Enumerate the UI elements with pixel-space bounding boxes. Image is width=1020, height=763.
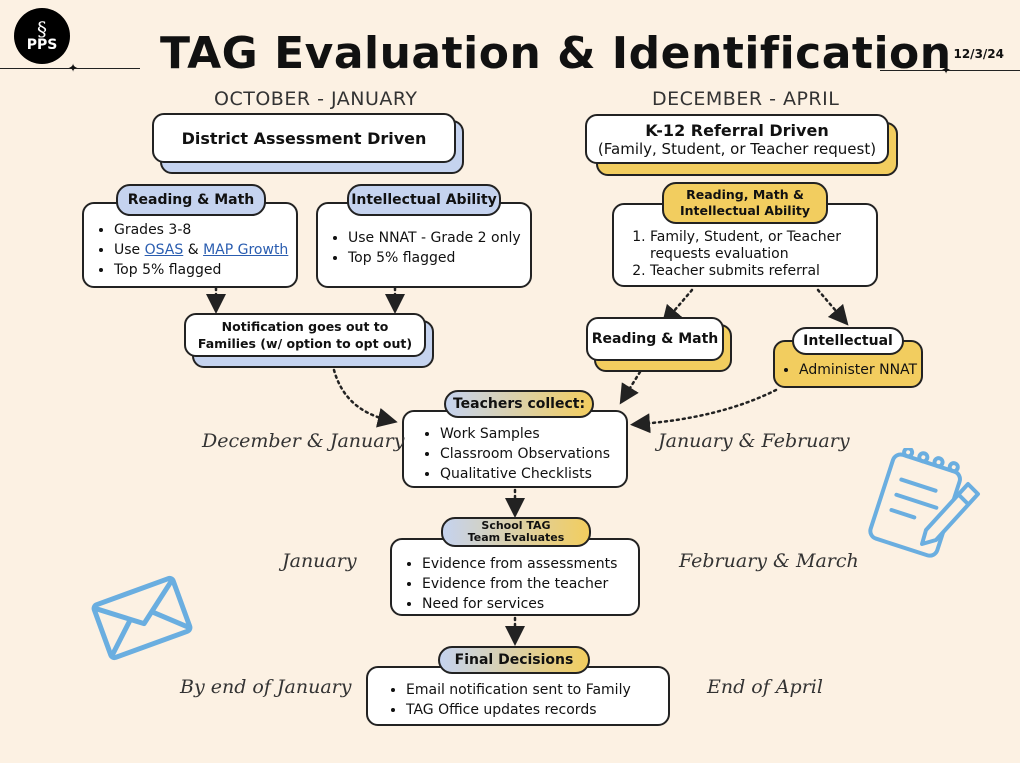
list-item: Evidence from the teacher [422, 574, 638, 594]
list-item: Email notification sent to Family [406, 680, 668, 700]
teachers-collect-pill: Teachers collect: [444, 390, 594, 418]
teachers-collect-card: Work Samples Classroom Observations Qual… [402, 410, 628, 488]
list-item: Use NNAT - Grade 2 only [348, 228, 530, 248]
list-item: Top 5% flagged [114, 260, 296, 280]
list-item: Work Samples [440, 424, 626, 444]
final-decisions-list: Email notification sent to Family TAG Of… [384, 680, 668, 720]
timeline-label-right: January & February [658, 430, 850, 452]
list-item: Top 5% flagged [348, 248, 530, 268]
referral-subtitle: (Family, Student, or Teacher request) [597, 139, 877, 158]
referral-pill: Reading, Math & Intellectual Ability [662, 182, 828, 224]
reading-math-pill: Reading & Math [116, 184, 266, 216]
intellectual-referral-list: Administer NNAT [777, 360, 921, 380]
referral-driven-box: K-12 Referral Driven (Family, Student, o… [585, 114, 889, 164]
notepad-icon [868, 448, 980, 558]
timeline-label-right: February & March [679, 550, 859, 572]
intellectual-ability-pill: Intellectual Ability [347, 184, 501, 216]
reading-math-referral-box: Reading & Math [586, 317, 724, 361]
final-decisions-pill: Final Decisions [438, 646, 590, 674]
school-team-pill: School TAG Team Evaluates [441, 517, 591, 547]
header-rule-right [880, 70, 1020, 71]
list-item: Teacher submits referral [650, 263, 876, 280]
osas-link[interactable]: OSAS [144, 242, 184, 258]
pps-logo: § PPS [14, 8, 70, 64]
date-label: 12/3/24 [953, 47, 1004, 61]
intellectual-referral-pill: Intellectual [792, 327, 904, 355]
period-label-left: OCTOBER - JANUARY [214, 88, 418, 110]
list-item: Classroom Observations [440, 444, 626, 464]
school-team-list: Evidence from assessments Evidence from … [400, 554, 638, 614]
list-item: Grades 3-8 [114, 220, 296, 240]
sparkle-icon: ✦ [68, 61, 79, 75]
map-growth-link[interactable]: MAP Growth [203, 242, 289, 258]
list-item: Qualitative Checklists [440, 464, 626, 484]
notification-line: Notification goes out to [221, 319, 389, 334]
list-item: Need for services [422, 594, 638, 614]
notification-line: Families (w/ option to opt out) [197, 336, 413, 351]
list-item: Administer NNAT [799, 360, 921, 380]
district-assessment-box: District Assessment Driven [152, 113, 456, 163]
timeline-label-left: January [282, 550, 357, 572]
notification-box: Notification goes out to Families (w/ op… [184, 313, 426, 357]
sparkle-icon: ✦ [941, 63, 952, 77]
header-rule-left [0, 68, 140, 69]
envelope-icon [91, 575, 193, 661]
logo-swirl-icon: § [37, 16, 47, 41]
list-item: TAG Office updates records [406, 700, 668, 720]
timeline-label-right: End of April [707, 676, 823, 698]
page-title: TAG Evaluation & Identification [160, 28, 952, 79]
logo-text: PPS [26, 36, 58, 53]
intellectual-list: Use NNAT - Grade 2 only Top 5% flagged [326, 228, 530, 268]
teachers-collect-list: Work Samples Classroom Observations Qual… [418, 424, 626, 484]
intellectual-ability-card: Use NNAT - Grade 2 only Top 5% flagged [316, 202, 532, 288]
reading-math-card: Grades 3-8 Use OSAS & MAP Growth Top 5% … [82, 202, 298, 288]
reading-math-list: Grades 3-8 Use OSAS & MAP Growth Top 5% … [92, 220, 296, 280]
final-decisions-card: Email notification sent to Family TAG Of… [366, 666, 670, 726]
timeline-label-left: By end of January [180, 676, 352, 698]
period-label-right: DECEMBER - APRIL [652, 88, 840, 110]
school-team-card: Evidence from assessments Evidence from … [390, 538, 640, 616]
referral-title: K-12 Referral Driven [645, 120, 829, 140]
timeline-label-left: December & January [202, 430, 405, 452]
list-item: Evidence from assessments [422, 554, 638, 574]
list-item: Use OSAS & MAP Growth [114, 240, 296, 260]
